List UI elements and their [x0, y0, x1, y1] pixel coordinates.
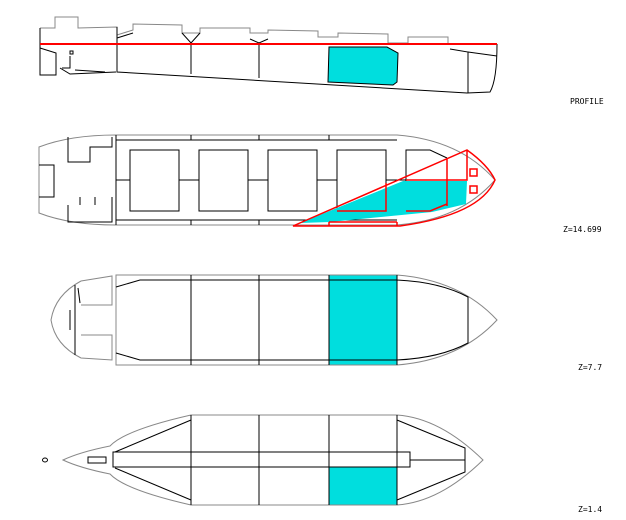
- plan-view-z14699: Z=14.699: [38, 134, 602, 234]
- profile-view: PROFILE: [39, 16, 604, 106]
- rudder-section: [42, 457, 48, 463]
- z1-4-label: Z=1.4: [578, 505, 602, 514]
- plan-view-z1-4: Z=1.4: [42, 414, 602, 514]
- highlighted-hold-z1-4: [329, 467, 397, 505]
- red-opening-2: [469, 185, 478, 194]
- highlighted-hold-z7-7: [329, 275, 397, 365]
- highlighted-hold-profile: [327, 46, 399, 86]
- z14699-label: Z=14.699: [563, 225, 602, 234]
- section-outline-red: [292, 149, 496, 227]
- duct-keel: [112, 451, 411, 468]
- plan-view-z7-7: Z=7.7: [50, 274, 602, 372]
- z7-7-label: Z=7.7: [578, 363, 602, 372]
- profile-label: PROFILE: [570, 97, 604, 106]
- highlighted-hold-z14699: [300, 181, 467, 223]
- red-opening-1: [469, 168, 478, 177]
